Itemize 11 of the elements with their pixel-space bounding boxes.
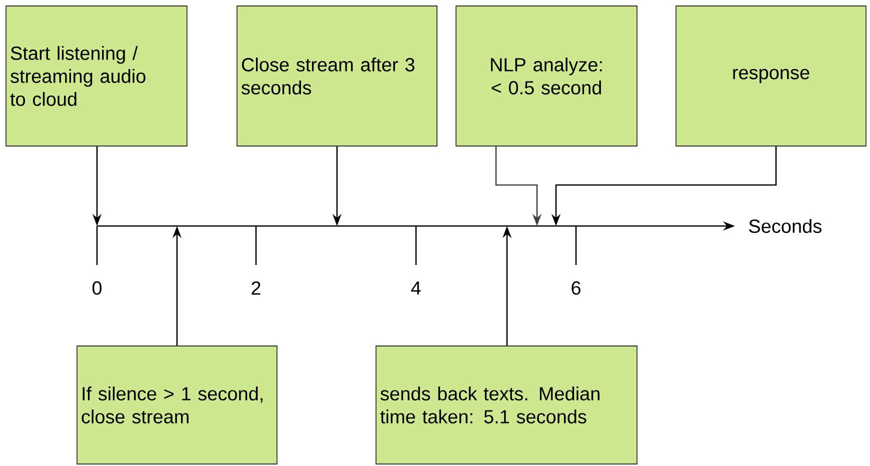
process-box: sends back texts. Median time taken: 5.1 seconds [376, 346, 638, 464]
process-box: If silence > 1 second, close stream [76, 346, 278, 464]
process-box: Start listening / streaming audio to cloud [6, 6, 188, 146]
tick-label: 0 [92, 281, 102, 295]
tick-label: 2 [252, 281, 260, 295]
process-box: Close stream after 3 seconds [236, 6, 438, 146]
axis-label: Seconds [749, 219, 822, 233]
tick-label: 4 [411, 281, 421, 295]
process-box: response [676, 6, 866, 146]
process-box: NLP analyze: < 0.5 second [456, 6, 638, 146]
tick-label: 6 [572, 281, 580, 295]
